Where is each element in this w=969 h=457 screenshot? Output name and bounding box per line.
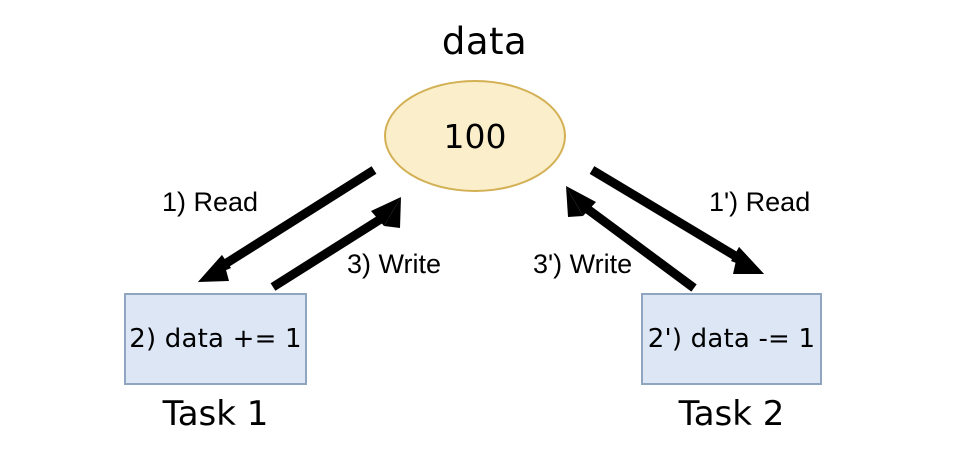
- task-2-caption: Task 2: [678, 394, 785, 434]
- shared-data-ellipse: 100: [384, 80, 566, 192]
- task-1-operation: 2) data += 1: [129, 324, 302, 354]
- arrow-label-read-1: 1) Read: [162, 187, 259, 217]
- task-2-operation: 2') data -= 1: [647, 324, 816, 354]
- arrow-write-3-prime: [566, 186, 697, 292]
- arrow-read-1-prime: [589, 166, 764, 274]
- arrow-label-write-3: 3) Write: [347, 249, 442, 279]
- task-1-caption: Task 1: [162, 394, 269, 434]
- task-2-box: 2') data -= 1: [641, 293, 822, 385]
- arrow-write-3: [270, 197, 401, 291]
- arrow-label-write-3-prime: 3') Write: [533, 249, 633, 279]
- shared-data-value: 100: [443, 116, 507, 156]
- task-1-box: 2) data += 1: [124, 293, 307, 385]
- data-node-caption: data: [441, 20, 528, 63]
- arrow-label-read-1-prime: 1') Read: [709, 187, 811, 217]
- arrow-read-1: [198, 166, 377, 282]
